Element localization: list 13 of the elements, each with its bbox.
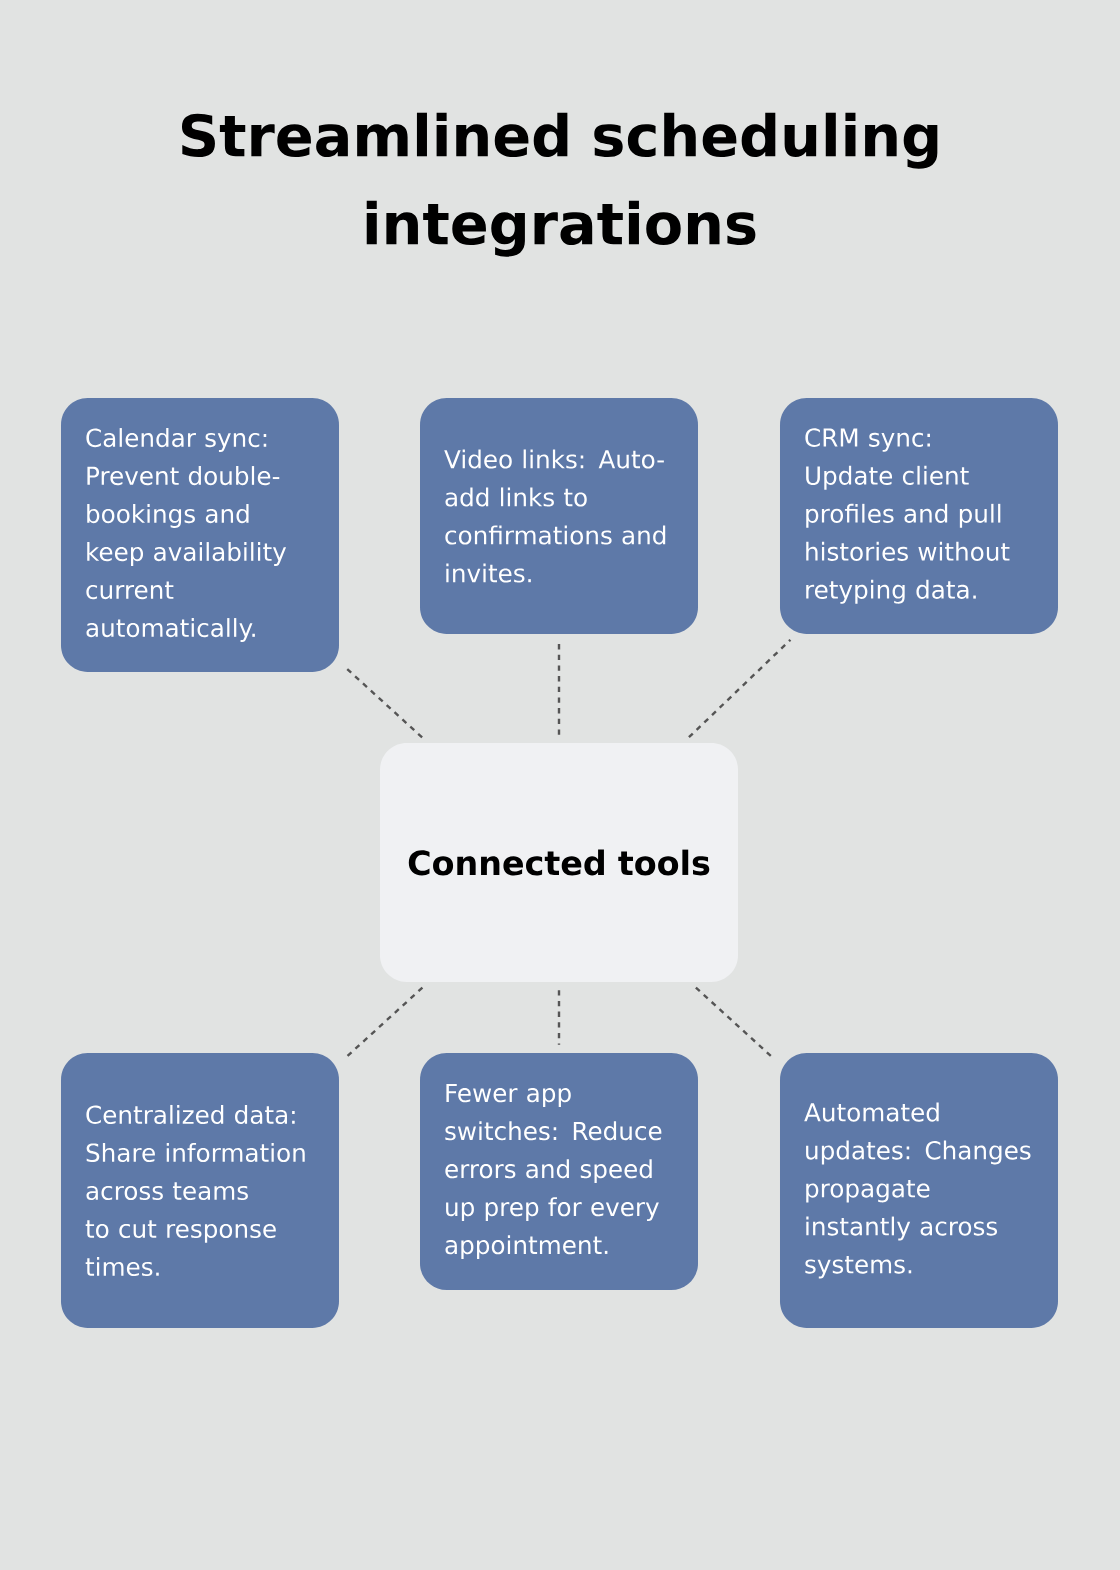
info-card: Fewer app switches: Reduce errors and speed up prep for every appointment. [420, 1053, 698, 1291]
connector-line [557, 642, 561, 735]
hub-box: Connected tools [380, 743, 738, 982]
info-card: Video links: Auto-add links to confirmations and invites. [420, 398, 698, 634]
info-card: CRM sync: Update client profiles and pull histories without retyping data. [780, 398, 1058, 634]
connector-line [557, 990, 561, 1045]
connector-line [344, 666, 423, 739]
connector-line [344, 986, 424, 1059]
title: Streamlined scheduling integrations [182, 112, 938, 257]
connector-line [688, 638, 792, 739]
info-card: Centralized data: Share information across teams to cut response times. [61, 1053, 339, 1328]
info-card: Calendar sync: Prevent double-bookings and keep availability current automatically. [61, 398, 339, 672]
info-card: Automated updates: Changes propagate instantly across systems. [780, 1053, 1058, 1328]
